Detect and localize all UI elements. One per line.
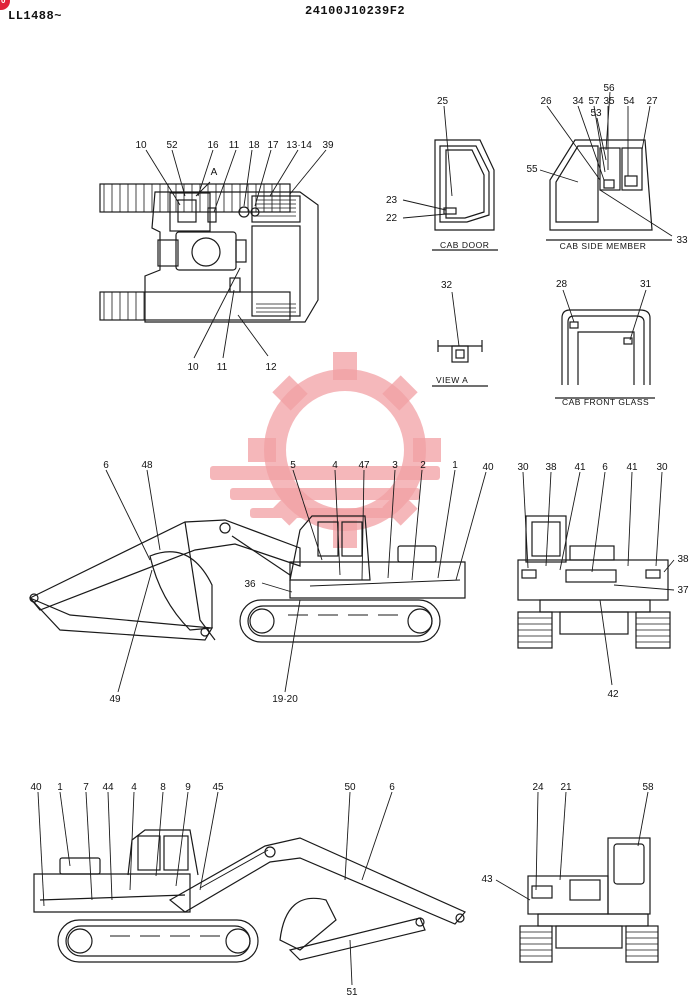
callout-24: 24: [532, 782, 544, 793]
callout-38: 38: [545, 462, 557, 473]
left-bucket: [149, 551, 213, 631]
plan-cab-outline: [169, 192, 211, 232]
callout-18: 18: [248, 140, 260, 151]
callout-42: 42: [607, 689, 619, 700]
callout-1-r: 1: [57, 782, 63, 793]
right-upper-structure: [33, 873, 191, 913]
badge-text: 0: [1, 0, 6, 5]
header-center-code: 24100J10239F2: [305, 4, 406, 18]
callout-10: 10: [135, 140, 147, 151]
callout-6: 6: [103, 460, 109, 471]
callout-28: 28: [556, 279, 568, 290]
callout-38-b: 38: [677, 554, 689, 565]
callout-41-b: 41: [626, 462, 638, 473]
left-boom: [29, 519, 301, 611]
callout-40: 40: [482, 462, 494, 473]
callout-31: 31: [640, 279, 652, 290]
callout-57: 57: [588, 96, 600, 107]
callout-3: 3: [392, 460, 398, 471]
callout-7: 7: [83, 782, 89, 793]
callout-45: 45: [212, 782, 224, 793]
callout-30-b: 30: [656, 462, 668, 473]
right-track: [57, 919, 259, 963]
header-left-code: LL1488~: [8, 9, 62, 23]
callout-12: 12: [265, 362, 277, 373]
callout-6-rear: 6: [602, 462, 608, 473]
callout-13-14: 13·14: [286, 140, 312, 151]
callout-47: 47: [358, 460, 370, 471]
callout-39: 39: [322, 140, 334, 151]
callout-53: 53: [590, 108, 602, 119]
callout-49: 49: [109, 694, 121, 705]
callout-30: 30: [517, 462, 529, 473]
front-glass-frame: [561, 309, 651, 385]
callout-8: 8: [160, 782, 166, 793]
callout-16: 16: [207, 140, 219, 151]
callout-22: 22: [386, 213, 398, 224]
callout-10-b: 10: [187, 362, 199, 373]
callout-54: 54: [623, 96, 635, 107]
callout-34: 34: [572, 96, 584, 107]
caption-view-a: VIEW A: [436, 375, 468, 385]
callout-19-20: 19·20: [272, 694, 298, 705]
plan-upper-structure: [144, 191, 319, 323]
callout-4-r: 4: [131, 782, 137, 793]
plan-track-top: [99, 183, 291, 213]
side-member-outline: [549, 139, 653, 231]
callout-55: 55: [526, 164, 538, 175]
left-track: [239, 599, 441, 643]
callout-37: 37: [677, 585, 689, 596]
callout-21: 21: [560, 782, 572, 793]
right-bucket: [279, 897, 337, 951]
callout-4: 4: [332, 460, 338, 471]
callout-36: 36: [244, 579, 256, 590]
right-boom: [168, 837, 466, 925]
callout-43: 43: [481, 874, 493, 885]
corner-badge: 0: [0, 0, 10, 10]
callout-58: 58: [642, 782, 654, 793]
callout-56: 56: [603, 83, 615, 94]
callout-2: 2: [420, 460, 426, 471]
callout-51: 51: [346, 987, 358, 998]
callout-50: 50: [344, 782, 356, 793]
callout-5: 5: [290, 460, 296, 471]
callout-52: 52: [166, 140, 178, 151]
callout-1: 1: [452, 460, 458, 471]
plan-track-bottom: [99, 291, 291, 321]
callout-6-r: 6: [389, 782, 395, 793]
callout-44: 44: [102, 782, 114, 793]
callout-9: 9: [185, 782, 191, 793]
callout-41: 41: [574, 462, 586, 473]
callout-26: 26: [540, 96, 552, 107]
callout-40-r: 40: [30, 782, 42, 793]
caption-cab-front-glass: CAB FRONT GLASS: [562, 397, 649, 407]
callout-11: 11: [229, 140, 240, 151]
callout-48: 48: [141, 460, 153, 471]
right-cab: [127, 829, 199, 876]
left-cab: [289, 515, 371, 581]
callout-11-b: 11: [217, 362, 228, 373]
callout-23: 23: [386, 195, 398, 206]
callout-27: 27: [646, 96, 658, 107]
callout-35: 35: [603, 96, 615, 107]
view-a-marker: A: [211, 167, 218, 178]
callout-25: 25: [437, 96, 449, 107]
callout-33: 33: [676, 235, 688, 246]
caption-cab-door: CAB DOOR: [440, 240, 489, 250]
caption-cab-side-member: CAB SIDE MEMBER: [560, 241, 647, 251]
callout-17: 17: [267, 140, 279, 151]
callout-32: 32: [441, 280, 453, 291]
